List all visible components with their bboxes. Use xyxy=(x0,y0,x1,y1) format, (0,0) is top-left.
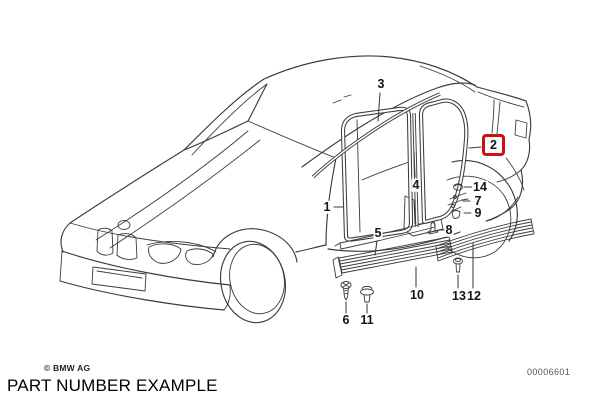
kidney-grille-right xyxy=(116,233,138,260)
screw-6 xyxy=(340,281,352,301)
kidney-grille-left xyxy=(96,227,114,256)
fasteners xyxy=(340,183,469,303)
sill-strip-10 xyxy=(332,236,453,279)
callout-13[interactable]: 13 xyxy=(451,288,467,303)
highlighted-callout-box[interactable]: 2 xyxy=(482,134,505,156)
callout-9[interactable]: 9 xyxy=(473,205,483,220)
grommet-14 xyxy=(453,183,463,191)
license-plate-recess xyxy=(91,266,147,292)
callout-3[interactable]: 3 xyxy=(376,76,386,91)
clip-8 xyxy=(426,221,441,235)
callout-6[interactable]: 6 xyxy=(341,312,351,327)
headlight-inner xyxy=(185,248,214,265)
sill-strips xyxy=(332,218,535,279)
callout-10[interactable]: 10 xyxy=(409,287,425,302)
headlight-outer xyxy=(148,243,182,264)
rear-wheel-arch xyxy=(451,160,518,242)
car-front-details xyxy=(59,220,231,311)
door-seals xyxy=(311,92,469,242)
diagram-number: 00006601 xyxy=(527,367,571,377)
car-wheels xyxy=(212,160,518,324)
rear-wheel-housing xyxy=(445,175,512,259)
callout-1[interactable]: 1 xyxy=(322,199,332,214)
car-body xyxy=(60,55,532,253)
front-wheel-arch xyxy=(212,228,298,263)
screw-13 xyxy=(453,257,463,273)
callout-2: 2 xyxy=(490,137,497,152)
clip-9 xyxy=(451,210,461,219)
callout-8[interactable]: 8 xyxy=(444,222,454,237)
callout-14[interactable]: 14 xyxy=(472,179,488,194)
bracket-7 xyxy=(447,192,469,212)
callout-4[interactable]: 4 xyxy=(411,177,421,192)
front-tire xyxy=(219,240,287,324)
callout-7[interactable]: 7 xyxy=(473,193,483,208)
callout-12[interactable]: 12 xyxy=(466,288,482,303)
bmw-roundel xyxy=(117,220,131,230)
sill-strip-5 xyxy=(339,220,435,244)
bmw-copyright: © BMW AG xyxy=(44,363,91,373)
callout-5[interactable]: 5 xyxy=(373,225,383,240)
callout-11[interactable]: 11 xyxy=(359,312,375,327)
clip-11 xyxy=(360,285,374,303)
sill-strip-12 xyxy=(435,218,535,262)
leader-lines xyxy=(333,92,482,314)
page-title: PART NUMBER EXAMPLE xyxy=(7,376,218,395)
